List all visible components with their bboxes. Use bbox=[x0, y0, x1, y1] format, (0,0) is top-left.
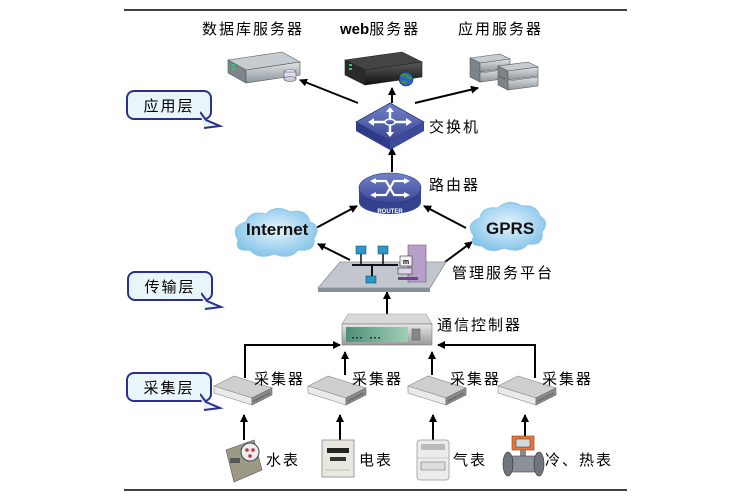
workstation-icon bbox=[355, 245, 367, 265]
management-platform-icon: m bbox=[317, 244, 447, 292]
arrow-switch-to-db-server bbox=[299, 78, 359, 104]
callout-tail bbox=[201, 292, 225, 310]
database-server-label: 数据库服务器 bbox=[202, 20, 305, 38]
gprs-label: GPRS bbox=[486, 219, 535, 238]
arrow-platform-to-gprs bbox=[444, 241, 473, 263]
heat-meter-icon bbox=[502, 435, 545, 477]
web-server-icon bbox=[344, 51, 423, 87]
concentrator-label: 采集器 bbox=[254, 370, 306, 388]
water-meter-icon bbox=[225, 439, 263, 483]
database-server-icon bbox=[227, 51, 301, 84]
workstation-icon bbox=[377, 245, 389, 265]
arrow-concentrator1-to-controller bbox=[244, 341, 341, 378]
gas-meter-icon bbox=[416, 439, 450, 481]
electric-meter-label: 电表 bbox=[359, 451, 394, 469]
layer-callout-transport: 传输层 bbox=[127, 271, 213, 301]
server-tower-icon bbox=[397, 244, 427, 283]
gas-meter-label: 气表 bbox=[453, 451, 488, 469]
arrow-internet-to-router bbox=[315, 205, 358, 229]
concentrator-icon bbox=[407, 375, 467, 406]
router-label: 路由器 bbox=[429, 176, 481, 194]
electric-meter-icon bbox=[321, 439, 355, 478]
concentrator-icon bbox=[497, 375, 557, 406]
arrow-platform-to-internet bbox=[317, 243, 351, 261]
web-server-label-suffix: 服务器 bbox=[369, 20, 421, 38]
app-server-icon bbox=[468, 53, 540, 91]
platform-label: 管理服务平台 bbox=[452, 264, 555, 282]
arrow-switch-to-app-server bbox=[414, 85, 479, 104]
callout-tail bbox=[200, 393, 224, 411]
concentrator-label: 采集器 bbox=[352, 370, 404, 388]
controller-label: 通信控制器 bbox=[437, 316, 523, 334]
router-badge: ROUTER bbox=[377, 209, 403, 215]
arrow-gprs-to-router bbox=[423, 205, 467, 229]
web-server-label: web服务器 bbox=[340, 18, 420, 39]
switch-icon bbox=[355, 102, 425, 150]
platform-badge: m bbox=[403, 259, 409, 266]
concentrator-label: 采集器 bbox=[542, 370, 594, 388]
layer-label-transport: 传输层 bbox=[144, 277, 196, 296]
layer-label-collection: 采集层 bbox=[143, 378, 195, 397]
app-server-label: 应用服务器 bbox=[458, 20, 544, 38]
connectors bbox=[240, 78, 536, 440]
switch-label: 交换机 bbox=[429, 118, 481, 136]
router-icon: ROUTER bbox=[358, 172, 422, 215]
layer-callout-application: 应用层 bbox=[126, 90, 212, 120]
layer-callout-collection: 采集层 bbox=[126, 372, 212, 402]
gprs-cloud-icon bbox=[469, 202, 546, 252]
concentrator-icon bbox=[213, 375, 273, 406]
heat-meter-label: 冷、热表 bbox=[545, 451, 614, 469]
internet-label: Internet bbox=[246, 220, 309, 239]
communication-controller-icon bbox=[341, 313, 433, 346]
callout-tail bbox=[200, 111, 224, 129]
water-meter-label: 水表 bbox=[266, 451, 301, 469]
concentrator-icon bbox=[307, 375, 367, 406]
arrow-concentrator4-to-controller bbox=[437, 341, 536, 378]
workstation-icon bbox=[365, 275, 377, 284]
concentrator-icons bbox=[213, 375, 557, 406]
layer-label-application: 应用层 bbox=[143, 96, 195, 115]
concentrator-label: 采集器 bbox=[450, 370, 502, 388]
web-server-label-prefix: web bbox=[340, 21, 370, 38]
internet-cloud-icon bbox=[234, 208, 318, 257]
